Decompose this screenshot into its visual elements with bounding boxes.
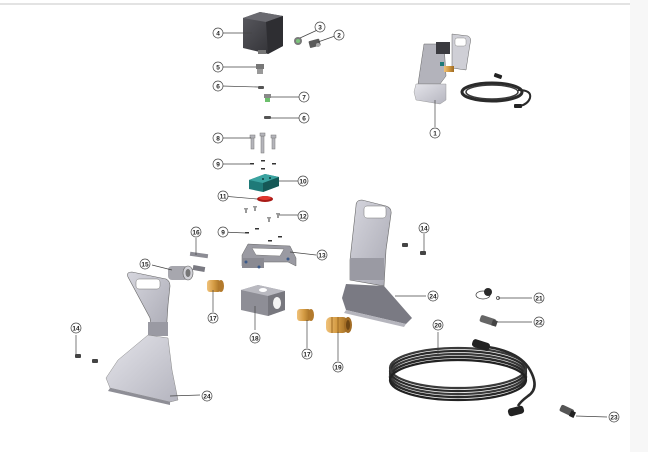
- svg-text:1: 1: [433, 130, 437, 137]
- callout: 19: [332, 361, 344, 373]
- o-ring-part: [258, 86, 264, 89]
- callout: 16: [190, 226, 202, 238]
- stand-plate-part: [342, 199, 412, 327]
- svg-text:9: 9: [216, 161, 220, 168]
- svg-text:8: 8: [216, 135, 220, 142]
- complete-assembly-part: [413, 33, 532, 108]
- svg-text:16: 16: [192, 229, 200, 236]
- cable-part: [388, 339, 536, 417]
- screws-part: [249, 132, 277, 154]
- svg-text:24: 24: [203, 393, 211, 400]
- brass-nipple-part: [297, 309, 314, 321]
- dust-cap-part: [475, 288, 500, 300]
- svg-text:22: 22: [535, 319, 543, 326]
- svg-text:5: 5: [216, 64, 220, 71]
- callout: 10: [297, 175, 309, 187]
- svg-text:9: 9: [221, 229, 225, 236]
- callout: 6: [298, 112, 310, 124]
- connector-end-part: [559, 404, 576, 418]
- callout: 9: [217, 226, 229, 238]
- callout: 23: [608, 411, 620, 423]
- svg-text:15: 15: [141, 261, 149, 268]
- svg-text:6: 6: [216, 83, 220, 90]
- fitting-part: [308, 38, 321, 48]
- distribution-block-part: [241, 285, 285, 316]
- callout: 20: [432, 319, 444, 331]
- callout: 2: [333, 29, 345, 41]
- svg-text:6: 6: [302, 115, 306, 122]
- callout: 3: [314, 21, 326, 33]
- callout: 4: [212, 27, 224, 39]
- svg-text:18: 18: [251, 335, 259, 342]
- nut-part: [294, 37, 302, 45]
- svg-text:11: 11: [220, 193, 227, 200]
- svg-text:14: 14: [420, 225, 428, 232]
- callout: 8: [212, 132, 224, 144]
- callout: 6: [212, 80, 224, 92]
- adapter-fitting-part: [256, 64, 264, 74]
- callout: 13: [316, 249, 328, 261]
- callout: 17: [207, 312, 219, 324]
- callout: 7: [298, 91, 310, 103]
- callout: 15: [139, 258, 151, 270]
- svg-text:3: 3: [318, 24, 322, 31]
- callout: 21: [533, 292, 545, 304]
- svg-text:13: 13: [318, 252, 326, 259]
- washers-part: [250, 160, 276, 170]
- seal-part: [257, 196, 273, 202]
- leader-lines: [75, 26, 608, 418]
- callout: 11: [217, 190, 229, 202]
- callout: 5: [212, 61, 224, 73]
- svg-text:24: 24: [429, 293, 437, 300]
- top-divider: [0, 3, 630, 5]
- stand-plate-part: [105, 271, 179, 405]
- callout: 22: [533, 316, 545, 328]
- o-ring-part: [264, 116, 271, 119]
- clip-part: [189, 251, 209, 272]
- callout: 24: [201, 390, 213, 402]
- right-side-panel: [630, 0, 648, 452]
- callout: 24: [427, 290, 439, 302]
- mounting-bracket-part: [241, 243, 297, 269]
- small-screws-part: [244, 206, 280, 222]
- svg-text:10: 10: [299, 178, 307, 185]
- valve-insert-part: [264, 94, 271, 102]
- svg-text:2: 2: [337, 32, 341, 39]
- svg-text:14: 14: [72, 325, 80, 332]
- svg-text:7: 7: [302, 94, 306, 101]
- brass-nipple-part: [207, 280, 224, 292]
- svg-text:23: 23: [610, 414, 618, 421]
- svg-text:19: 19: [334, 364, 342, 371]
- callout: 12: [297, 210, 309, 222]
- svg-text:12: 12: [299, 213, 307, 220]
- washers-part: [245, 228, 282, 242]
- callout: 17: [301, 348, 313, 360]
- callout: 18: [249, 332, 261, 344]
- callout: 1: [429, 127, 441, 139]
- svg-text:17: 17: [303, 351, 311, 358]
- callout: 14: [418, 222, 430, 234]
- svg-text:17: 17: [209, 315, 217, 322]
- brass-coupling-part: [326, 317, 352, 333]
- callout: 9: [212, 158, 224, 170]
- svg-text:20: 20: [434, 322, 442, 329]
- svg-text:21: 21: [535, 295, 543, 302]
- sensor-housing-part: [243, 12, 283, 54]
- clamp-collar-part: [168, 265, 194, 281]
- callout: 14: [70, 322, 82, 334]
- svg-text:4: 4: [216, 30, 220, 37]
- bolts-part: [75, 243, 426, 363]
- manifold-block-part: [249, 174, 279, 192]
- connector-part: [479, 315, 498, 327]
